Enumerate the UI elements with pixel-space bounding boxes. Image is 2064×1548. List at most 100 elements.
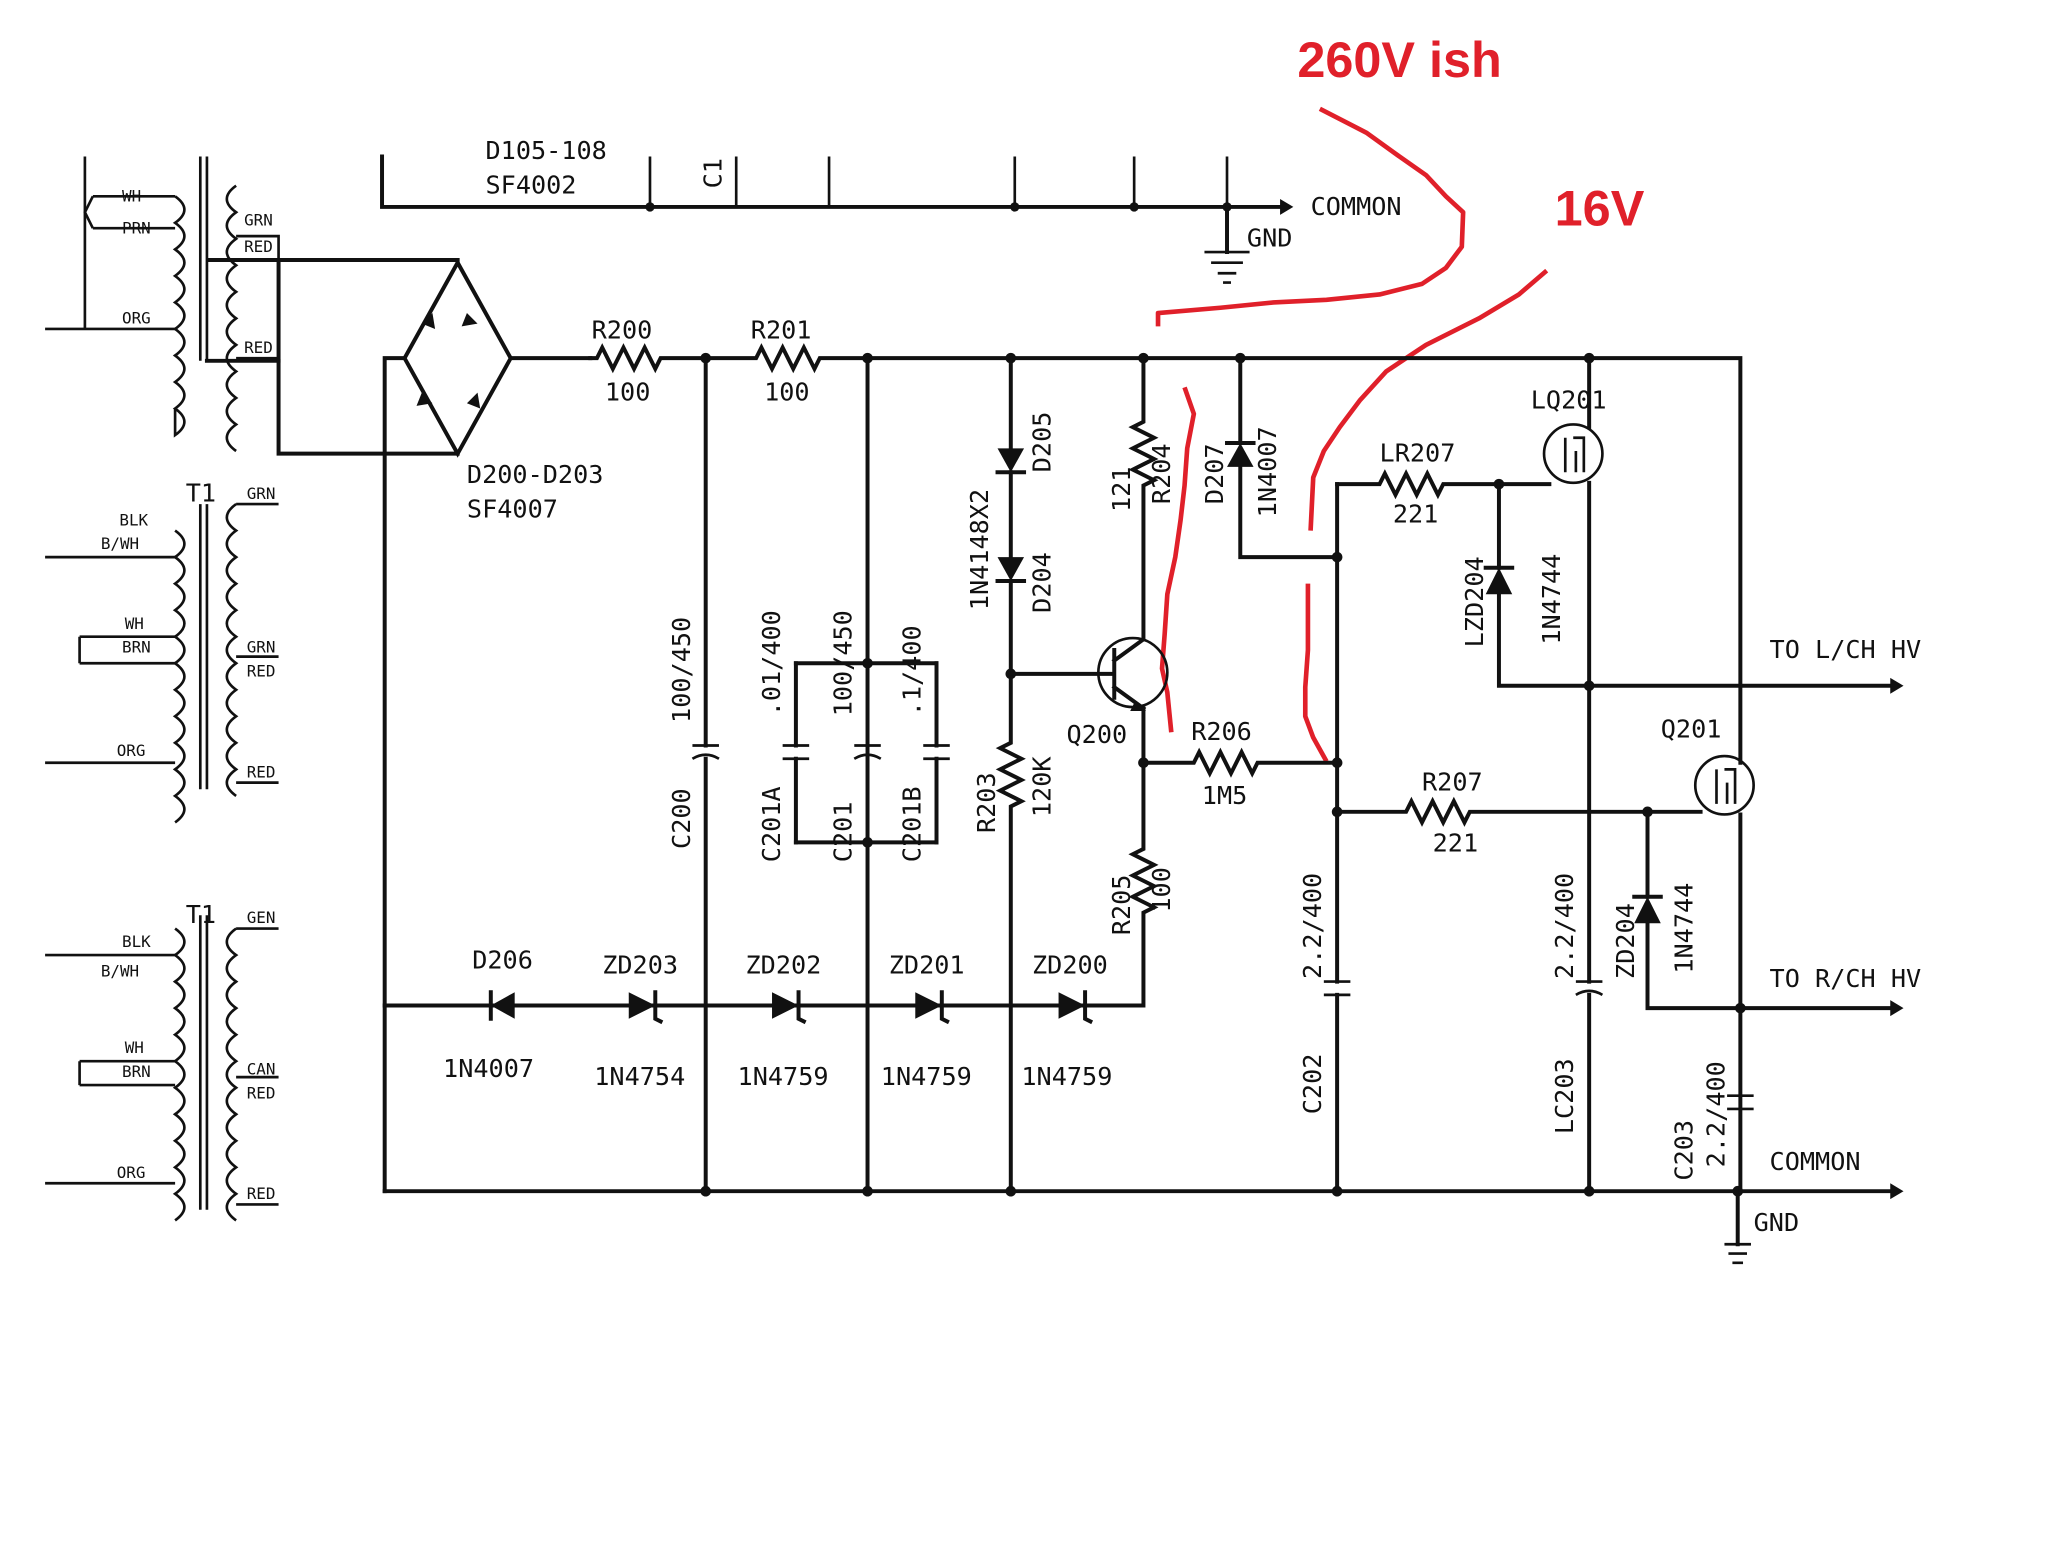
q201-stage: R207 221 Q201 ZD204 1N4744 TO R/CH HV C2… (1335, 715, 1922, 1194)
t1-red2: RED (244, 338, 273, 357)
transformer-t3: T1 BLK B/WH WH BRN ORG GEN CAN RED RED (45, 900, 279, 1222)
net-out-right: TO R/CH HV (1770, 964, 1922, 993)
r201: R201 100 (751, 315, 812, 406)
svg-text:221: 221 (1433, 829, 1478, 858)
svg-text:1N4007: 1N4007 (443, 1054, 534, 1083)
zener-string: D206 1N4007 ZD203 1N4754 ZD202 1N4759 ZD… (443, 945, 1112, 1091)
svg-text:1N4744: 1N4744 (1670, 883, 1699, 974)
c200: C200 100/450 (667, 356, 720, 1194)
t2-grn: GRN (247, 484, 276, 503)
svg-text:.01/400: .01/400 (757, 610, 786, 716)
lq201-stage: LR207 221 LQ201 LZD204 1N4744 TO L/CH HV… (1335, 356, 1922, 1194)
svg-text:LC203: LC203 (1550, 1058, 1579, 1134)
t2-red2: RED (247, 762, 276, 781)
svg-text:2.2/400: 2.2/400 (1550, 873, 1579, 979)
t1-grn: GRN (244, 211, 273, 230)
svg-text:C203: C203 (1670, 1120, 1699, 1181)
q200-stage: 121 R204 Q200 R206 1M5 R205 100 (382, 356, 1340, 1008)
bridge-rectifier: D200-D203 SF4007 (204, 258, 603, 1194)
svg-text:LR207: LR207 (1380, 439, 1456, 468)
svg-text:LZD204: LZD204 (1460, 556, 1489, 647)
t3-bwh: B/WH (101, 961, 139, 980)
t2-brn: BRN (122, 638, 151, 657)
svg-text:1N4759: 1N4759 (881, 1062, 972, 1091)
annotation-r204-trace (1159, 386, 1197, 733)
svg-text:1N4754: 1N4754 (594, 1062, 685, 1091)
annotation-260v-line (1155, 106, 1466, 327)
t2-blk: BLK (119, 510, 148, 529)
top-partial-ref: D105-108 (485, 136, 606, 165)
svg-text:R200: R200 (592, 315, 653, 344)
svg-text:100/450: 100/450 (667, 617, 696, 723)
svg-text:ZD200: ZD200 (1032, 951, 1108, 980)
net-out-left: TO L/CH HV (1770, 635, 1922, 664)
svg-text:1N4744: 1N4744 (1537, 554, 1566, 645)
svg-text:.1/400: .1/400 (898, 625, 927, 716)
svg-text:1N4007: 1N4007 (1253, 426, 1282, 517)
svg-text:2.2/400: 2.2/400 (1701, 1061, 1730, 1167)
bridge-ref: D200-D203 (467, 460, 603, 489)
svg-text:R201: R201 (751, 315, 812, 344)
annotation-16v-line (1308, 268, 1549, 531)
annotation-16v: 16V (1555, 180, 1645, 237)
top-partial-part: SF4002 (485, 171, 576, 200)
transformer-t2: T1 BLK B/WH WH BRN ORG GRN GRN RED RED (45, 478, 279, 824)
r200: R200 100 (592, 315, 653, 406)
svg-text:221: 221 (1393, 500, 1439, 529)
svg-text:1N4759: 1N4759 (1021, 1062, 1112, 1091)
c201-group: C201A .01/400 C201 100/450 C201B .1/400 (757, 356, 950, 1194)
t3-ref: T1 (186, 900, 216, 929)
t1-prn: PRN (122, 218, 151, 237)
bridge-part: SF4007 (467, 494, 558, 523)
svg-text:R203: R203 (972, 772, 1001, 833)
svg-text:D207: D207 (1200, 443, 1229, 504)
svg-text:Q201: Q201 (1661, 715, 1722, 744)
svg-text:ZD202: ZD202 (745, 951, 821, 980)
svg-text:C201: C201 (829, 802, 858, 863)
svg-text:ZD204: ZD204 (1611, 903, 1640, 979)
net-gnd-top: GND (1247, 224, 1293, 253)
svg-text:ZD201: ZD201 (889, 951, 965, 980)
net-common-bot: COMMON (1770, 1147, 1861, 1176)
t2-red1: RED (247, 662, 276, 681)
c202-node: C202 2.2/400 (1298, 482, 1351, 1194)
net-common-top: COMMON (1311, 192, 1402, 221)
svg-text:R207: R207 (1422, 768, 1483, 797)
svg-text:2.2/400: 2.2/400 (1298, 873, 1327, 979)
svg-text:C201B: C201B (898, 786, 927, 862)
t2-wh: WH (125, 614, 144, 633)
hv-rail (588, 343, 1743, 765)
svg-text:100: 100 (764, 378, 810, 407)
t3-wh: WH (125, 1038, 144, 1057)
top-partial-cap: C1 (699, 158, 728, 188)
svg-text:1N4148X2: 1N4148X2 (965, 489, 994, 610)
t2-bwh: B/WH (101, 534, 139, 553)
svg-text:D204: D204 (1028, 552, 1057, 613)
t3-gen: GEN (247, 908, 276, 927)
t2-ref: T1 (186, 478, 216, 507)
svg-text:C201A: C201A (757, 786, 786, 862)
t3-can: CAN (247, 1059, 276, 1078)
svg-text:1N4759: 1N4759 (738, 1062, 829, 1091)
svg-text:D206: D206 (472, 945, 533, 974)
t3-red2: RED (247, 1184, 276, 1203)
svg-text:C202: C202 (1298, 1054, 1327, 1115)
svg-text:100/450: 100/450 (829, 610, 858, 716)
transformer-t1: WH PRN ORG GRN RED RED (45, 156, 280, 453)
t2-org: ORG (117, 741, 146, 760)
annotation-r206-trace (1302, 583, 1329, 763)
svg-text:C200: C200 (667, 788, 696, 849)
t3-brn: BRN (122, 1062, 151, 1081)
annotation-260v: 260V ish (1297, 31, 1502, 88)
t2-grn2: GRN (247, 638, 276, 657)
t3-blk: BLK (122, 932, 151, 951)
t3-red1: RED (247, 1083, 276, 1102)
t1-org: ORG (122, 309, 151, 328)
d204-d205-r203: 1N4148X2 D205 D204 R203 120K (965, 356, 1057, 1194)
svg-text:100: 100 (1147, 867, 1176, 912)
t1-red1: RED (244, 237, 273, 256)
svg-text:LQ201: LQ201 (1531, 386, 1607, 415)
d207: D207 1N4007 (1200, 356, 1340, 560)
svg-text:D205: D205 (1028, 412, 1057, 473)
net-gnd-bot: GND (1754, 1208, 1800, 1237)
